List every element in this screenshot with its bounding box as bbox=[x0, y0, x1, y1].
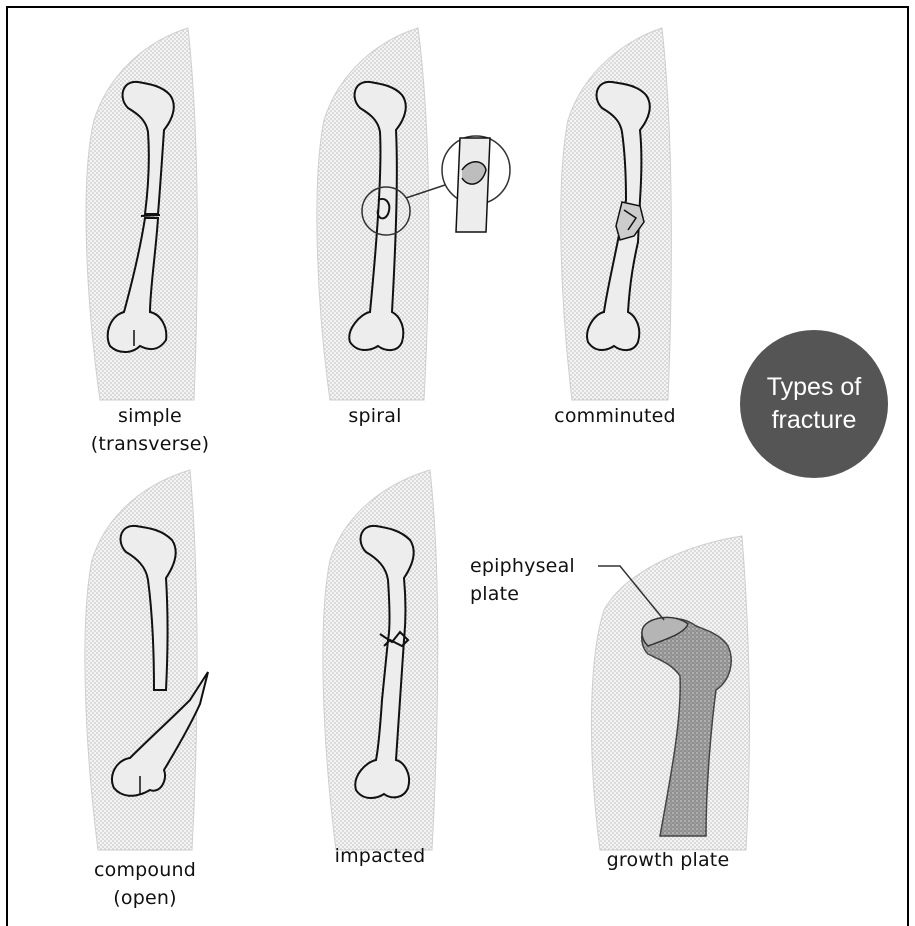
impacted-fracture-illustration bbox=[323, 470, 438, 850]
types-of-fracture-badge: Types of fracture bbox=[740, 330, 888, 478]
simple-fracture-illustration bbox=[86, 28, 197, 400]
label-growth-plate: growth plate bbox=[578, 846, 758, 874]
fracture-line bbox=[141, 215, 160, 216]
comminuted-fracture-illustration bbox=[561, 28, 672, 400]
compound-fracture-illustration bbox=[85, 470, 208, 850]
label-simple: simple (transverse) bbox=[50, 402, 250, 458]
label-impacted: impacted bbox=[300, 842, 460, 870]
label-epiphyseal-plate: epiphyseal plate bbox=[470, 552, 600, 608]
label-comminuted: comminuted bbox=[530, 402, 700, 430]
label-spiral: spiral bbox=[300, 402, 450, 430]
spiral-fracture-illustration bbox=[317, 28, 510, 400]
label-compound: compound (open) bbox=[50, 856, 240, 912]
magnified-bone bbox=[456, 138, 490, 232]
growth-plate-illustration bbox=[591, 536, 749, 850]
